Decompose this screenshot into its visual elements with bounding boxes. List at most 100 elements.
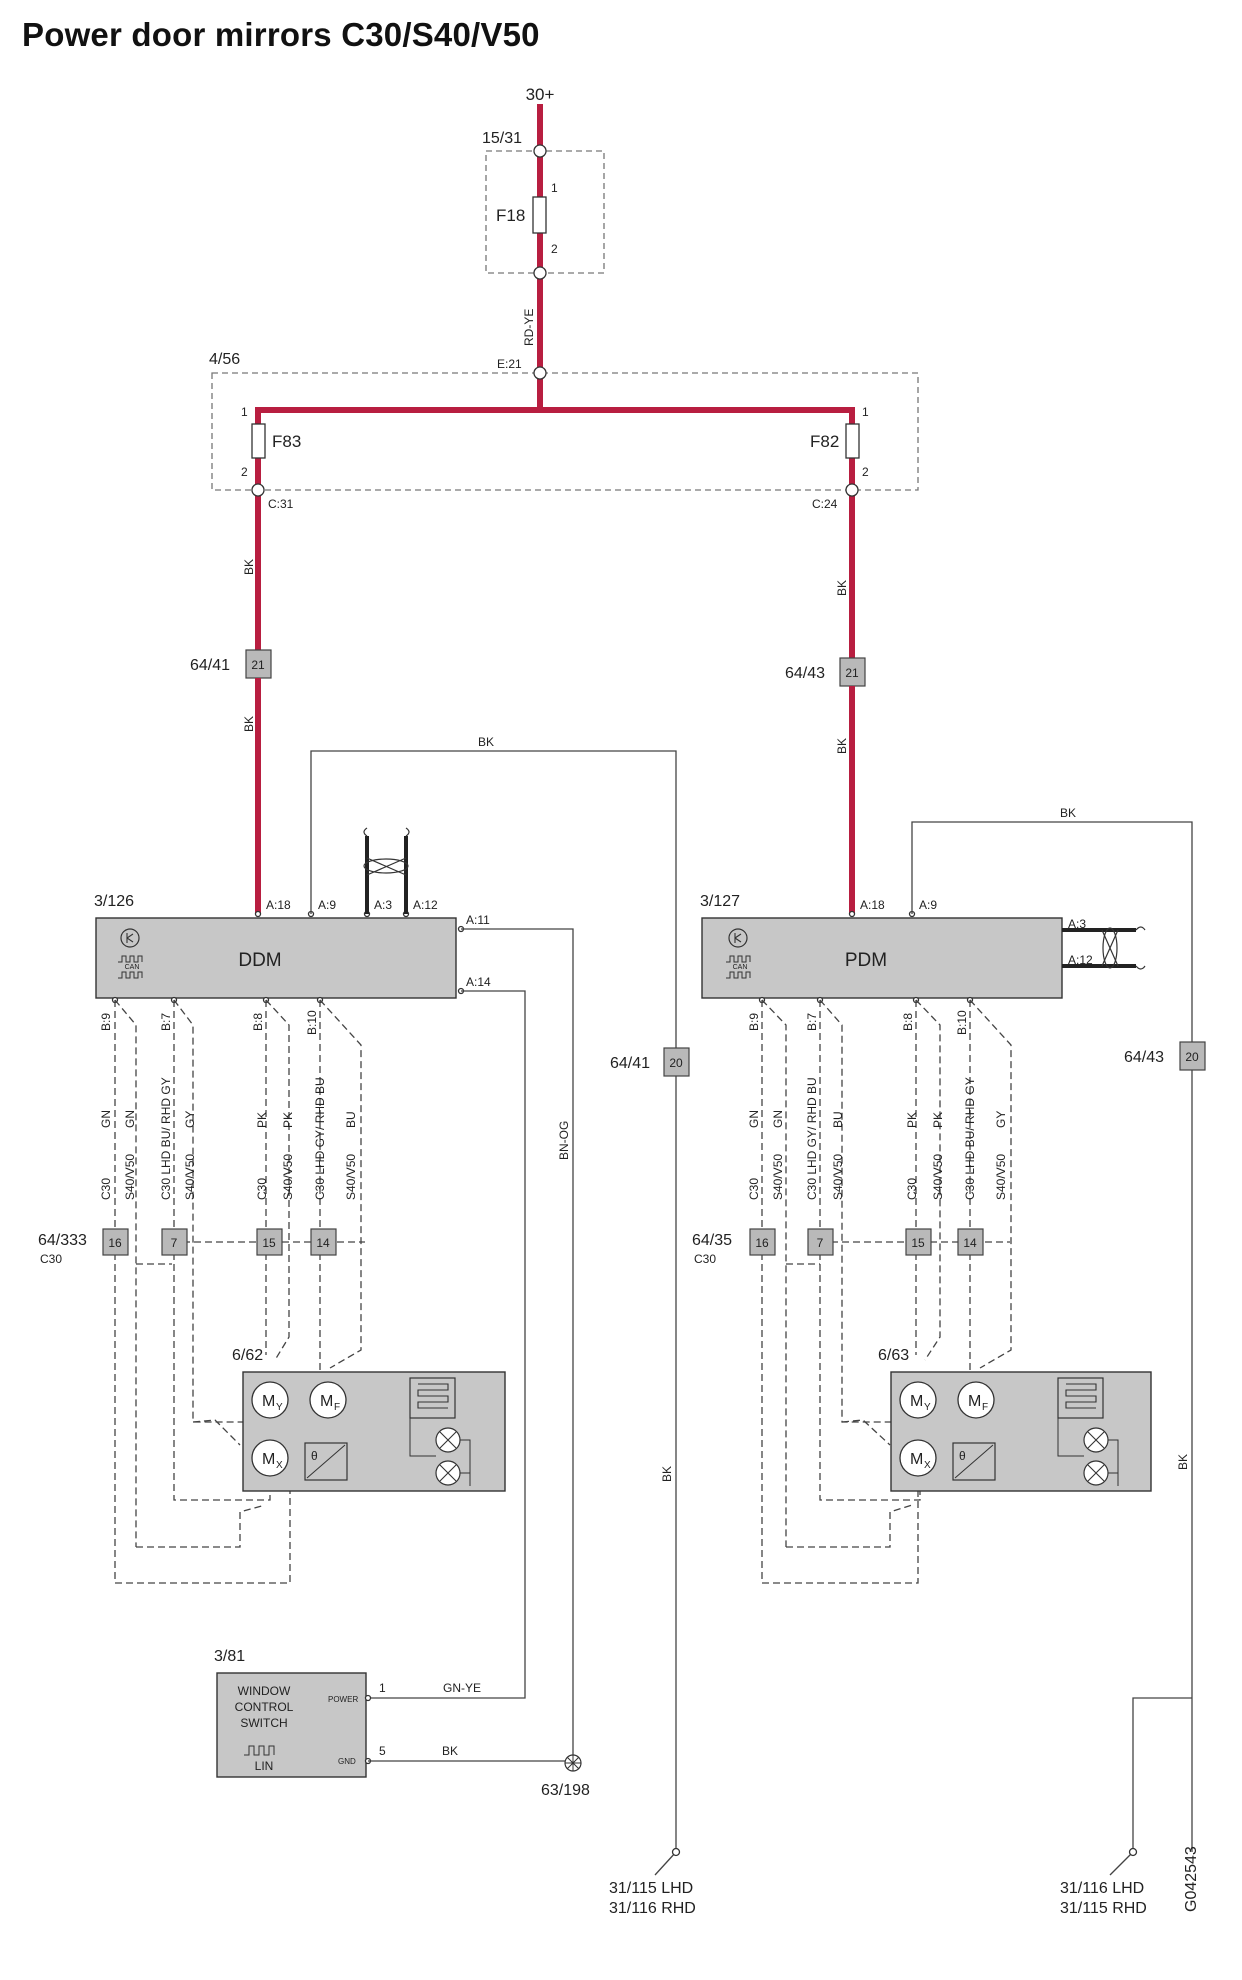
pdm-wire-8-variant: S40/V50 <box>994 1154 1008 1200</box>
pdm-wire-4-variant: S40/V50 <box>831 1154 845 1200</box>
bnog-label: BN-OG <box>557 1121 571 1160</box>
mirror-left-motor-x-sub: X <box>276 1460 283 1471</box>
pdm-wire-4-color: BU <box>831 1111 845 1128</box>
pdm-ground-terminal <box>1128 1847 1138 1857</box>
conn-6435-pin14-label: 14 <box>963 1236 977 1250</box>
left-bk-label-1: BK <box>242 559 256 575</box>
ddm-a11-label: A:11 <box>466 913 490 927</box>
mirror-right-sensor <box>952 1442 996 1481</box>
f83-pin2: 2 <box>241 465 248 479</box>
relay-terminal-top <box>533 144 547 158</box>
gnd-left-line1: 31/115 LHD <box>609 1880 693 1897</box>
wcs-line1: WINDOW <box>238 1684 291 1698</box>
ddm-wire-6-variant: S40/V50 <box>281 1154 295 1200</box>
cem-label: 4/56 <box>209 351 240 368</box>
pin21-right: 21 <box>845 666 859 680</box>
c31-label: C:31 <box>268 497 294 511</box>
conn-6441-label-ground: 64/41 <box>610 1055 650 1072</box>
pdm-wire-2-variant: S40/V50 <box>771 1154 785 1200</box>
conn-64333-c30: C30 <box>40 1252 62 1266</box>
relay-terminal-bottom <box>533 266 547 280</box>
ddm-b7-label: B:7 <box>159 1013 173 1031</box>
ddm-id-label: 3/126 <box>94 893 134 910</box>
ddm-b8-label: B:8 <box>251 1013 265 1031</box>
pdm-wire-7-variant: C30 LHD BU/ RHD GY <box>963 1077 977 1200</box>
conn-6435-label: 64/35 <box>692 1232 732 1249</box>
ddm-wire-2-color: GN <box>123 1110 137 1128</box>
conn-64333-pin14-label: 14 <box>316 1236 330 1250</box>
mirror-left-motor-y-sub: Y <box>276 1402 283 1413</box>
right-bk-label-2: BK <box>835 738 849 754</box>
ddm-wire-4-variant: S40/V50 <box>183 1154 197 1200</box>
page-title: Power door mirrors C30/S40/V50 <box>22 16 540 53</box>
ddm-wire-6-color: PK <box>281 1112 295 1128</box>
ddm-a14-wire <box>366 990 526 1699</box>
fuse-f83-label: F83 <box>272 432 301 451</box>
gnd-left-line2: 31/116 RHD <box>609 1900 696 1917</box>
pdm-ground-bk-label-2: BK <box>1176 1454 1190 1470</box>
mirror-right-label: 6/63 <box>878 1347 909 1364</box>
ddm-wire-5-color: PK <box>255 1112 269 1128</box>
ddm-a12-label: A:12 <box>413 898 438 912</box>
pdm-pin-a18 <box>848 910 856 918</box>
mirror-right-motor-f-sub: F <box>982 1402 988 1413</box>
mirror-right-motor-y <box>899 1381 937 1419</box>
fuse-f18-symbol <box>532 196 547 234</box>
ddm-ground-terminal <box>671 1847 681 1857</box>
pdm-can-icon <box>726 928 751 979</box>
mirror-right-theta: θ <box>959 1449 966 1463</box>
conn-6441-pin20 <box>663 1047 690 1077</box>
conn-6435-pin15-label: 15 <box>911 1236 925 1250</box>
conn-6443-label-ground: 64/43 <box>1124 1049 1164 1066</box>
pdm-id-label: 3/127 <box>700 893 740 910</box>
conn-6441-pin21-left <box>245 649 272 679</box>
pdm-module <box>701 917 1063 999</box>
gnd-right-line2: 31/115 RHD <box>1060 1900 1147 1917</box>
pdm-wire-2-color: GN <box>771 1110 785 1128</box>
conn-64333-pin16 <box>102 1228 129 1256</box>
c24-terminal <box>845 483 859 497</box>
pdm-wire-6-variant: S40/V50 <box>931 1154 945 1200</box>
wcs-gnd-bk-label: BK <box>442 1744 458 1758</box>
ddm-wire-1-variant: C30 <box>99 1178 113 1200</box>
mirror-left-motor-y <box>251 1381 289 1419</box>
pdm-wire-6-color: PK <box>931 1112 945 1128</box>
pdm-can-twisted-pair <box>1062 926 1146 970</box>
right-bk-label-1: BK <box>835 580 849 596</box>
mirror-left-motor-x-m: M <box>262 1451 275 1468</box>
pdm-ground-stub <box>1109 1851 1134 1876</box>
f18-pin1: 1 <box>551 181 558 195</box>
conn-64333-pin14 <box>310 1228 337 1256</box>
diagram-code: G042543 <box>1183 1846 1200 1912</box>
window-control-switch <box>216 1672 367 1778</box>
ddm-a18-label: A:18 <box>266 898 291 912</box>
mirror-left-motor-y-m: M <box>262 1393 275 1410</box>
fuse-f82-symbol <box>845 423 860 459</box>
mirror-right-motor-f <box>957 1381 995 1419</box>
mirror-left-theta: θ <box>311 1449 318 1463</box>
pdm-can-label: CAN <box>733 964 748 971</box>
ddm-b10-label: B:10 <box>305 1010 319 1035</box>
wcs-lin-icon <box>244 1745 275 1756</box>
left-bk-label-2: BK <box>242 716 256 732</box>
ddm-can-label: CAN <box>125 964 140 971</box>
wire-gnye-label: GN-YE <box>443 1681 481 1695</box>
mirror-left-sensor-slash <box>306 1444 346 1479</box>
conn-64333-pin16-label: 16 <box>108 1236 122 1250</box>
mirror-left-motor-f <box>309 1381 347 1419</box>
ddm-pin-a18 <box>254 910 262 918</box>
f82-pin2: 2 <box>862 465 869 479</box>
mirror-right-sensor-slash <box>954 1444 994 1479</box>
mirror-left-motor-x <box>251 1439 289 1477</box>
f83-pin1: 1 <box>241 405 248 419</box>
fuse-f18-label: F18 <box>496 206 525 225</box>
conn-64333-label: 64/333 <box>38 1232 87 1249</box>
pdm-wire-5-color: PK <box>905 1112 919 1128</box>
conn-6435-c30: C30 <box>694 1252 716 1266</box>
conn-6441-label-left: 64/41 <box>190 657 230 674</box>
pdm-wire-5-variant: C30 <box>905 1178 919 1200</box>
ddm-wire-5-variant: C30 <box>255 1178 269 1200</box>
conn-6443-pin20 <box>1179 1041 1206 1071</box>
mirror-left-motor-f-sub: F <box>334 1402 340 1413</box>
ddm-ground-wire <box>310 750 677 1852</box>
